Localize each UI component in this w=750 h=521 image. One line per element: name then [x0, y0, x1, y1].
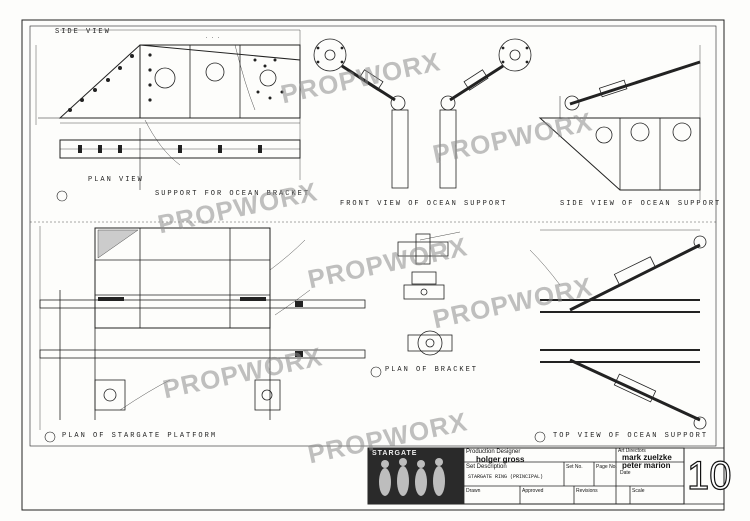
art-director-1: mark zuelzke	[622, 453, 672, 462]
set-description: STARGATE RING (PRINCIPAL)	[468, 474, 544, 480]
set-description-label: Set Description	[466, 464, 507, 470]
set-no-label: Set No.	[566, 464, 583, 470]
art-director-2: peter marion	[622, 461, 671, 470]
caption-plan-view: PLAN VIEW	[88, 176, 144, 184]
drawn-label: Drawn	[466, 488, 481, 494]
sheet-number: 10	[686, 453, 732, 498]
outer-border	[21, 19, 725, 511]
approved-label: Approved	[522, 488, 544, 494]
annotation-mark: · · ·	[205, 35, 221, 41]
top-view-support	[534, 229, 707, 443]
caption-top-view-support: TOP VIEW OF OCEAN SUPPORT	[553, 432, 709, 440]
caption-side-view-support: SIDE VIEW OF OCEAN SUPPORT	[560, 200, 722, 208]
scale-label: Scale	[632, 488, 645, 494]
caption-platform-plan: PLAN OF STARGATE PLATFORM	[62, 432, 218, 440]
title-block-logo-panel	[368, 448, 464, 504]
production-designer-label: Production Designer	[466, 449, 521, 455]
date-label: Date	[620, 470, 631, 476]
inner-border	[29, 25, 717, 447]
caption-side-view: SIDE VIEW	[55, 28, 111, 36]
platform-plan	[39, 226, 366, 443]
side-view-bracket	[35, 29, 301, 180]
revisions-label: Revisions	[576, 488, 598, 494]
caption-front-view-support: FRONT VIEW OF OCEAN SUPPORT	[340, 200, 508, 208]
art-directors-label: Art Directors	[618, 448, 646, 454]
stargate-logo: STARGATE	[372, 450, 418, 457]
caption-plan-of-bracket: PLAN OF BRACKET	[385, 366, 479, 374]
plan-view-bracket	[56, 128, 301, 202]
side-view-support	[538, 45, 701, 200]
front-view-support	[313, 38, 532, 189]
caption-support-detail: SUPPORT FOR OCEAN BRACKET	[155, 190, 311, 198]
production-designer: holger gross	[476, 455, 525, 464]
page-no-label: Page No.	[596, 464, 617, 470]
bracket-detail	[370, 233, 453, 378]
